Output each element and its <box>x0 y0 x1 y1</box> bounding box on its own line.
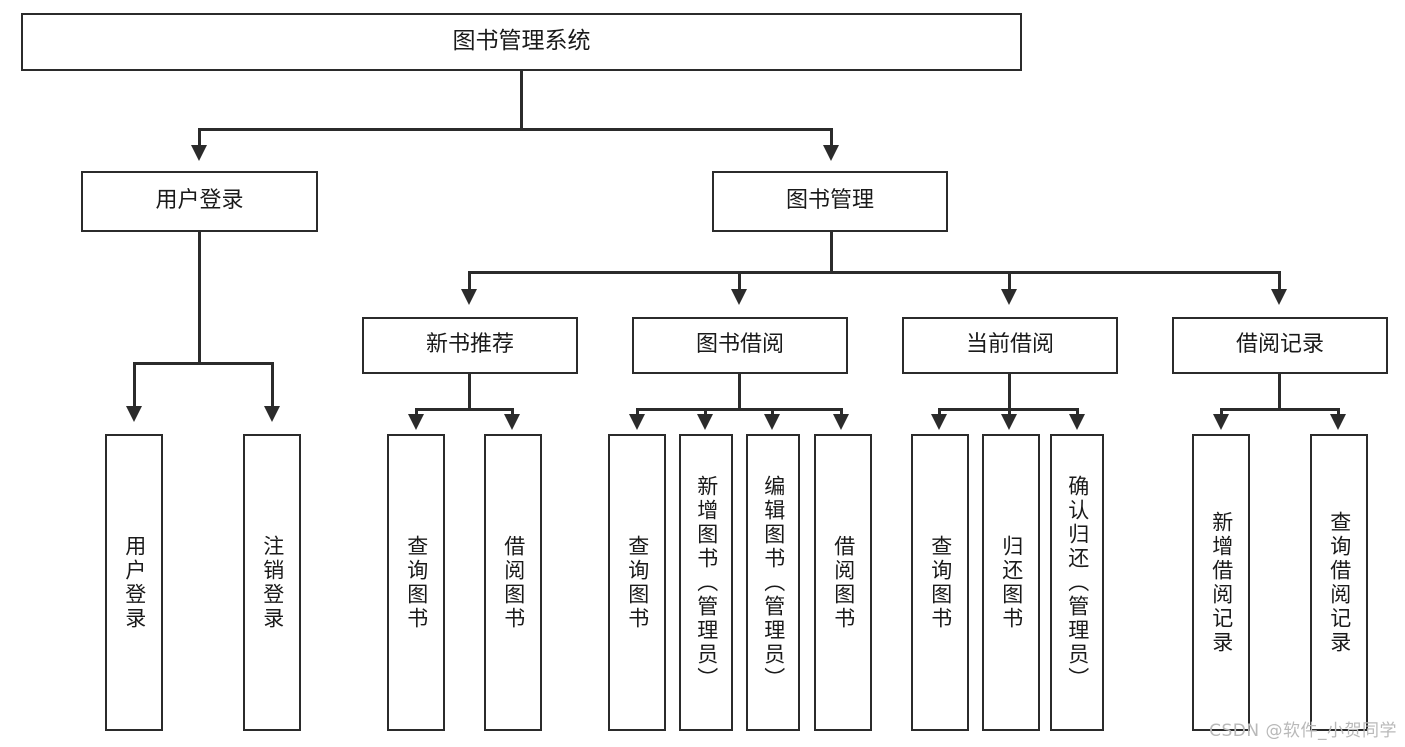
node-label: 用户登录 <box>155 188 244 214</box>
edge-borrowrecord-drop-2 <box>1337 408 1340 418</box>
arrow-to-book-borrow <box>731 289 747 305</box>
edge-bookborrow-drop-2 <box>704 408 707 418</box>
csdn-watermark: CSDN @软件_小贺同学 <box>1209 721 1397 741</box>
leaf-user-login[interactable]: 用户登录 <box>105 434 163 731</box>
edge-currentborrow-drop-1 <box>938 408 941 418</box>
arrow-to-book-manage <box>823 145 839 161</box>
node-label: 图书管理 <box>785 188 874 214</box>
node-label: 新书推荐 <box>425 332 514 358</box>
leaf-edit-book-admin[interactable]: 编辑图书（管理员） <box>746 434 800 731</box>
node-label: 借阅记录 <box>1235 332 1324 358</box>
node-label: 查询借阅记录 <box>1327 510 1352 655</box>
edge-root-drop-left <box>198 128 201 147</box>
edge-newbook-stem <box>468 374 471 410</box>
edge-currentborrow-stem <box>1008 374 1011 410</box>
arrow-to-user-login <box>191 145 207 161</box>
node-root-system[interactable]: 图书管理系统 <box>21 13 1022 71</box>
node-label: 借阅图书 <box>501 534 526 631</box>
edge-bookmgmt-drop-1 <box>468 271 471 290</box>
node-book-management[interactable]: 图书管理 <box>712 171 948 232</box>
leaf-query-book-recommend[interactable]: 查询图书 <box>387 434 445 731</box>
node-label: 新增借阅记录 <box>1209 510 1234 655</box>
node-label: 归还图书 <box>999 534 1024 631</box>
node-label: 查询图书 <box>404 534 429 631</box>
leaf-add-book-admin[interactable]: 新增图书（管理员） <box>679 434 733 731</box>
edge-bookmgmt-drop-2 <box>738 271 741 290</box>
node-label: 查询图书 <box>928 534 953 631</box>
node-user-login[interactable]: 用户登录 <box>81 171 318 232</box>
edge-bookmgmt-drop-3 <box>1008 271 1011 290</box>
node-label: 查询图书 <box>625 534 650 631</box>
node-label: 确认归还（管理员） <box>1065 474 1090 691</box>
arrow-to-leaf-add-record <box>1213 414 1229 430</box>
edge-newbook-drop-2 <box>511 408 514 418</box>
node-label: 当前借阅 <box>965 332 1054 358</box>
node-label: 新增图书（管理员） <box>694 474 719 691</box>
arrow-to-leaf-borrow-book-1 <box>504 414 520 430</box>
arrow-to-leaf-query-record <box>1330 414 1346 430</box>
node-current-borrow[interactable]: 当前借阅 <box>902 317 1118 374</box>
leaf-query-book-current[interactable]: 查询图书 <box>911 434 969 731</box>
arrow-to-borrow-record <box>1271 289 1287 305</box>
leaf-confirm-return-admin[interactable]: 确认归还（管理员） <box>1050 434 1104 731</box>
arrow-to-new-book-recommend <box>461 289 477 305</box>
node-borrow-record[interactable]: 借阅记录 <box>1172 317 1388 374</box>
edge-borrowrecord-drop-1 <box>1220 408 1223 418</box>
edge-currentborrow-drop-3 <box>1076 408 1079 418</box>
arrow-to-leaf-query-book-2 <box>629 414 645 430</box>
node-label: 图书管理系统 <box>452 28 591 55</box>
leaf-logout[interactable]: 注销登录 <box>243 434 301 731</box>
node-label: 借阅图书 <box>831 534 856 631</box>
edge-root-stem <box>520 71 523 129</box>
leaf-query-borrow-record[interactable]: 查询借阅记录 <box>1310 434 1368 731</box>
arrow-to-leaf-add-book <box>697 414 713 430</box>
arrow-to-leaf-user-login <box>126 406 142 422</box>
arrow-to-current-borrow <box>1001 289 1017 305</box>
edge-bookborrow-stem <box>738 374 741 410</box>
node-label: 编辑图书（管理员） <box>761 474 786 691</box>
leaf-borrow-book[interactable]: 借阅图书 <box>814 434 872 731</box>
edge-userlogin-bus <box>133 362 273 365</box>
node-label: 注销登录 <box>260 534 285 631</box>
edge-bookmgmt-stem <box>830 232 833 273</box>
edge-bookmgmt-bus <box>468 271 1280 274</box>
node-book-borrow[interactable]: 图书借阅 <box>632 317 848 374</box>
edge-currentborrow-drop-2 <box>1008 408 1011 418</box>
edge-root-bus <box>198 128 832 131</box>
leaf-borrow-book-recommend[interactable]: 借阅图书 <box>484 434 542 731</box>
edge-borrowrecord-bus <box>1220 408 1339 411</box>
node-label: 图书借阅 <box>695 332 784 358</box>
arrow-to-leaf-query-book-1 <box>408 414 424 430</box>
leaf-add-borrow-record[interactable]: 新增借阅记录 <box>1192 434 1250 731</box>
edge-newbook-drop-1 <box>415 408 418 418</box>
edge-userlogin-stem <box>198 232 201 363</box>
edge-borrowrecord-stem <box>1278 374 1281 410</box>
arrow-to-leaf-logout <box>264 406 280 422</box>
node-label: 用户登录 <box>122 534 147 631</box>
node-new-book-recommend[interactable]: 新书推荐 <box>362 317 578 374</box>
arrow-to-leaf-query-book-3 <box>931 414 947 430</box>
edge-root-drop-right <box>830 128 833 147</box>
leaf-query-book-borrow[interactable]: 查询图书 <box>608 434 666 731</box>
arrow-to-leaf-edit-book <box>764 414 780 430</box>
edge-userlogin-drop-2 <box>271 362 274 408</box>
leaf-return-book[interactable]: 归还图书 <box>982 434 1040 731</box>
edge-newbook-bus <box>415 408 513 411</box>
edge-bookmgmt-drop-4 <box>1278 271 1281 290</box>
edge-bookborrow-drop-1 <box>636 408 639 418</box>
edge-bookborrow-bus <box>636 408 842 411</box>
arrow-to-leaf-return-book <box>1001 414 1017 430</box>
edge-userlogin-drop-1 <box>133 362 136 408</box>
edge-bookborrow-drop-4 <box>840 408 843 418</box>
edge-bookborrow-drop-3 <box>771 408 774 418</box>
arrow-to-leaf-borrow-book-2 <box>833 414 849 430</box>
arrow-to-leaf-confirm-return <box>1069 414 1085 430</box>
